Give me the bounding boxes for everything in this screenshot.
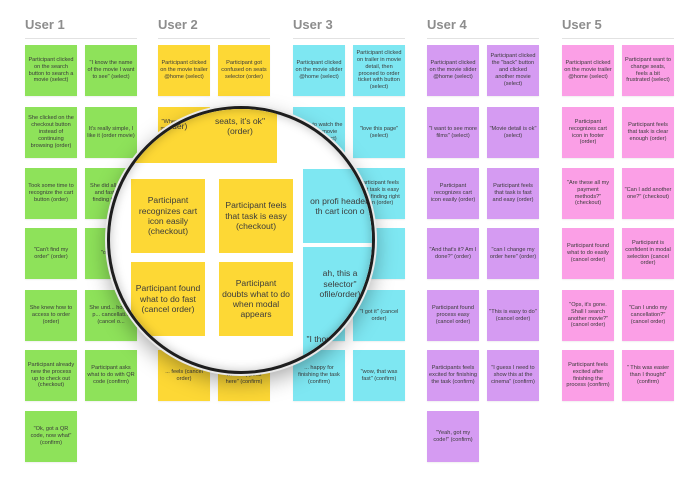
sticky-note[interactable]: Participant clicked on the movie trailer… — [562, 45, 614, 96]
sticky-note[interactable]: Participant found what to do easily (can… — [562, 228, 614, 279]
sticky-note[interactable]: She knew how to access to order (order) — [25, 290, 77, 341]
magnified-sticky-note: Participant found what to do fast (cance… — [131, 262, 205, 336]
sticky-note[interactable]: "Yeah, got my code!" (confirm) — [427, 411, 479, 462]
magnified-sticky-note: Participant feels that task is easy (che… — [219, 179, 293, 253]
sticky-note[interactable]: Participant already new the process up t… — [25, 350, 77, 401]
magnified-sticky-note: seats, it's ok" (order) — [203, 109, 277, 163]
magnified-sticky-note: Participant doubts what to do when modal… — [219, 262, 293, 336]
sticky-note[interactable]: Participant clicked on the search button… — [25, 45, 77, 96]
sticky-note[interactable]: "Ops, it's gone. Shall I search another … — [562, 290, 614, 341]
column-header-user-4: User 4 — [427, 17, 467, 32]
magnified-sticky-note: "I thought in head the — [303, 307, 372, 371]
column-divider — [25, 38, 137, 39]
sticky-note[interactable]: Participant found process easy (cancel o… — [427, 290, 479, 341]
sticky-note[interactable]: Participant recognizes cart icon easily … — [427, 168, 479, 219]
sticky-note[interactable]: Participant clicked on the movie slider … — [293, 45, 345, 96]
sticky-note[interactable]: "I want to see more films" (select) — [427, 107, 479, 158]
sticky-note[interactable]: It's really simple, I like it (order mov… — [85, 107, 137, 158]
column-header-user-1: User 1 — [25, 17, 65, 32]
column-divider — [562, 38, 674, 39]
sticky-note[interactable]: "Can't find my order" (order) — [25, 228, 77, 279]
magnified-sticky-note: on profi header, th cart icon o — [303, 169, 372, 243]
magnifier-content: seats, it's ok" (order)e?" (order) Partic… — [110, 109, 372, 371]
sticky-note[interactable]: Participant clicked the "back" button an… — [487, 45, 539, 96]
sticky-note[interactable]: Participant feels excited after finishin… — [562, 350, 614, 401]
magnifier-lens: seats, it's ok" (order)e?" (order) Partic… — [107, 106, 375, 374]
sticky-note[interactable]: "Movie detail is ok" (select) — [487, 107, 539, 158]
sticky-note[interactable]: "love this page" (select) — [353, 107, 405, 158]
sticky-note[interactable]: " This was easier than I thought" (confi… — [622, 350, 674, 401]
sticky-note[interactable]: "Can I add another one?" (checkout) — [622, 168, 674, 219]
sticky-note[interactable]: "Can I undo my cancellation?" (cancel or… — [622, 290, 674, 341]
sticky-note[interactable]: Participant feels that task is fast and … — [487, 168, 539, 219]
sticky-note[interactable]: "I guess I need to show this at the cine… — [487, 350, 539, 401]
sticky-note[interactable]: "This is easy to do" (cancel order) — [487, 290, 539, 341]
sticky-note[interactable]: Participant want to change seats, feels … — [622, 45, 674, 96]
column-divider — [293, 38, 405, 39]
magnified-sticky-note: e?" (order) — [130, 109, 204, 163]
sticky-note[interactable]: "Ok, got a QR code, now what" (confirm) — [25, 411, 77, 462]
sticky-note[interactable]: Participant asks what to do with QR code… — [85, 350, 137, 401]
sticky-note[interactable]: "can I change my order here" (order) — [487, 228, 539, 279]
sticky-note[interactable]: Participant clicked on trailer in movie … — [353, 45, 405, 96]
sticky-note[interactable]: Participant got confused on seats select… — [218, 45, 270, 96]
sticky-note[interactable]: "Are these all my payment methods?" (che… — [562, 168, 614, 219]
sticky-note[interactable]: She clicked on the checkout button inste… — [25, 107, 77, 158]
column-header-user-3: User 3 — [293, 17, 333, 32]
column-header-user-2: User 2 — [158, 17, 198, 32]
sticky-note[interactable]: Participant clicked on the movie slider … — [427, 45, 479, 96]
sticky-note[interactable]: Participant recognizes cart icon in foot… — [562, 107, 614, 158]
column-divider — [158, 38, 270, 39]
sticky-note[interactable]: "I know the name of the movie I want to … — [85, 45, 137, 96]
sticky-note[interactable]: Participant is confident in modal select… — [622, 228, 674, 279]
sticky-note[interactable]: Participant clicked on the movie trailer… — [158, 45, 210, 96]
magnified-sticky-note: Participant recognizes cart icon easily … — [131, 179, 205, 253]
sticky-note[interactable]: Took some time to recognize the cart but… — [25, 168, 77, 219]
column-divider — [427, 38, 539, 39]
column-header-user-5: User 5 — [562, 17, 602, 32]
sticky-note[interactable]: "And that's it? Am I done?" (order) — [427, 228, 479, 279]
sticky-note[interactable]: Participants feels excited for finishing… — [427, 350, 479, 401]
sticky-note[interactable]: Participant feels that task is clear eno… — [622, 107, 674, 158]
